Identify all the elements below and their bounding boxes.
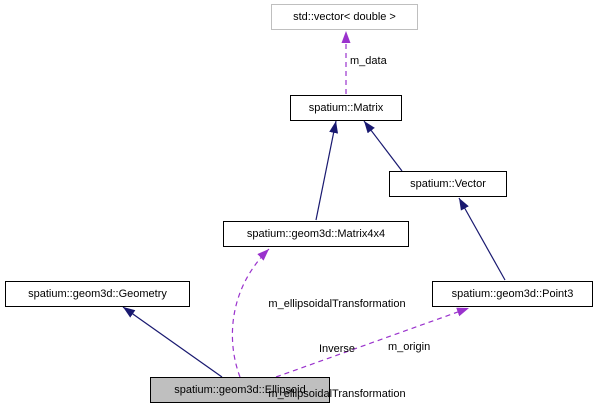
node-spatium-geom3d-matrix4x4-label: spatium::geom3d::Matrix4x4: [246, 228, 386, 240]
edge-label-m-origin: m_origin: [388, 341, 431, 353]
node-spatium-matrix[interactable]: spatium::Matrix: [290, 95, 402, 121]
edge-label-ellipsoidal-transformation-line1: m_ellipsoidalTransformation: [268, 298, 406, 310]
node-spatium-vector-label: spatium::Vector: [410, 178, 486, 190]
node-spatium-geom3d-ellipsoid-label: spatium::geom3d::Ellipsoid: [174, 384, 306, 396]
node-std-vector-double: std::vector< double >: [271, 4, 418, 30]
node-spatium-geom3d-point3-label: spatium::geom3d::Point3: [451, 288, 574, 300]
edge-label-ellipsoidal-transformation-line3: m_ellipsoidalTransformation: [268, 388, 406, 400]
edge-ellipsoid-to-matrix4x4-transformation: [231, 248, 270, 378]
node-spatium-geom3d-geometry[interactable]: spatium::geom3d::Geometry: [5, 281, 190, 307]
edge-matrix4x4-to-matrix-inheritance: [315, 120, 339, 221]
node-spatium-geom3d-geometry-label: spatium::geom3d::Geometry: [28, 288, 167, 300]
edge-label-ellipsoidal-transformation: m_ellipsoidalTransformation Inverse m_el…: [237, 267, 437, 411]
node-spatium-geom3d-matrix4x4[interactable]: spatium::geom3d::Matrix4x4: [223, 221, 409, 247]
edge-label-ellipsoidal-transformation-line2: Inverse: [318, 343, 356, 355]
node-spatium-matrix-label: spatium::Matrix: [308, 102, 384, 114]
node-spatium-vector[interactable]: spatium::Vector: [389, 171, 507, 197]
node-spatium-geom3d-ellipsoid: spatium::geom3d::Ellipsoid: [150, 377, 330, 403]
edge-point3-to-vector-inheritance: [458, 197, 506, 281]
edge-ellipsoid-to-geometry-inheritance: [122, 306, 223, 378]
edge-vector-to-matrix-inheritance: [363, 120, 403, 172]
node-std-vector-double-label: std::vector< double >: [293, 11, 396, 23]
node-spatium-geom3d-point3[interactable]: spatium::geom3d::Point3: [432, 281, 593, 307]
edge-label-m-data: m_data: [350, 55, 387, 67]
edge-ellipsoid-to-point3-m-origin: [275, 307, 470, 378]
